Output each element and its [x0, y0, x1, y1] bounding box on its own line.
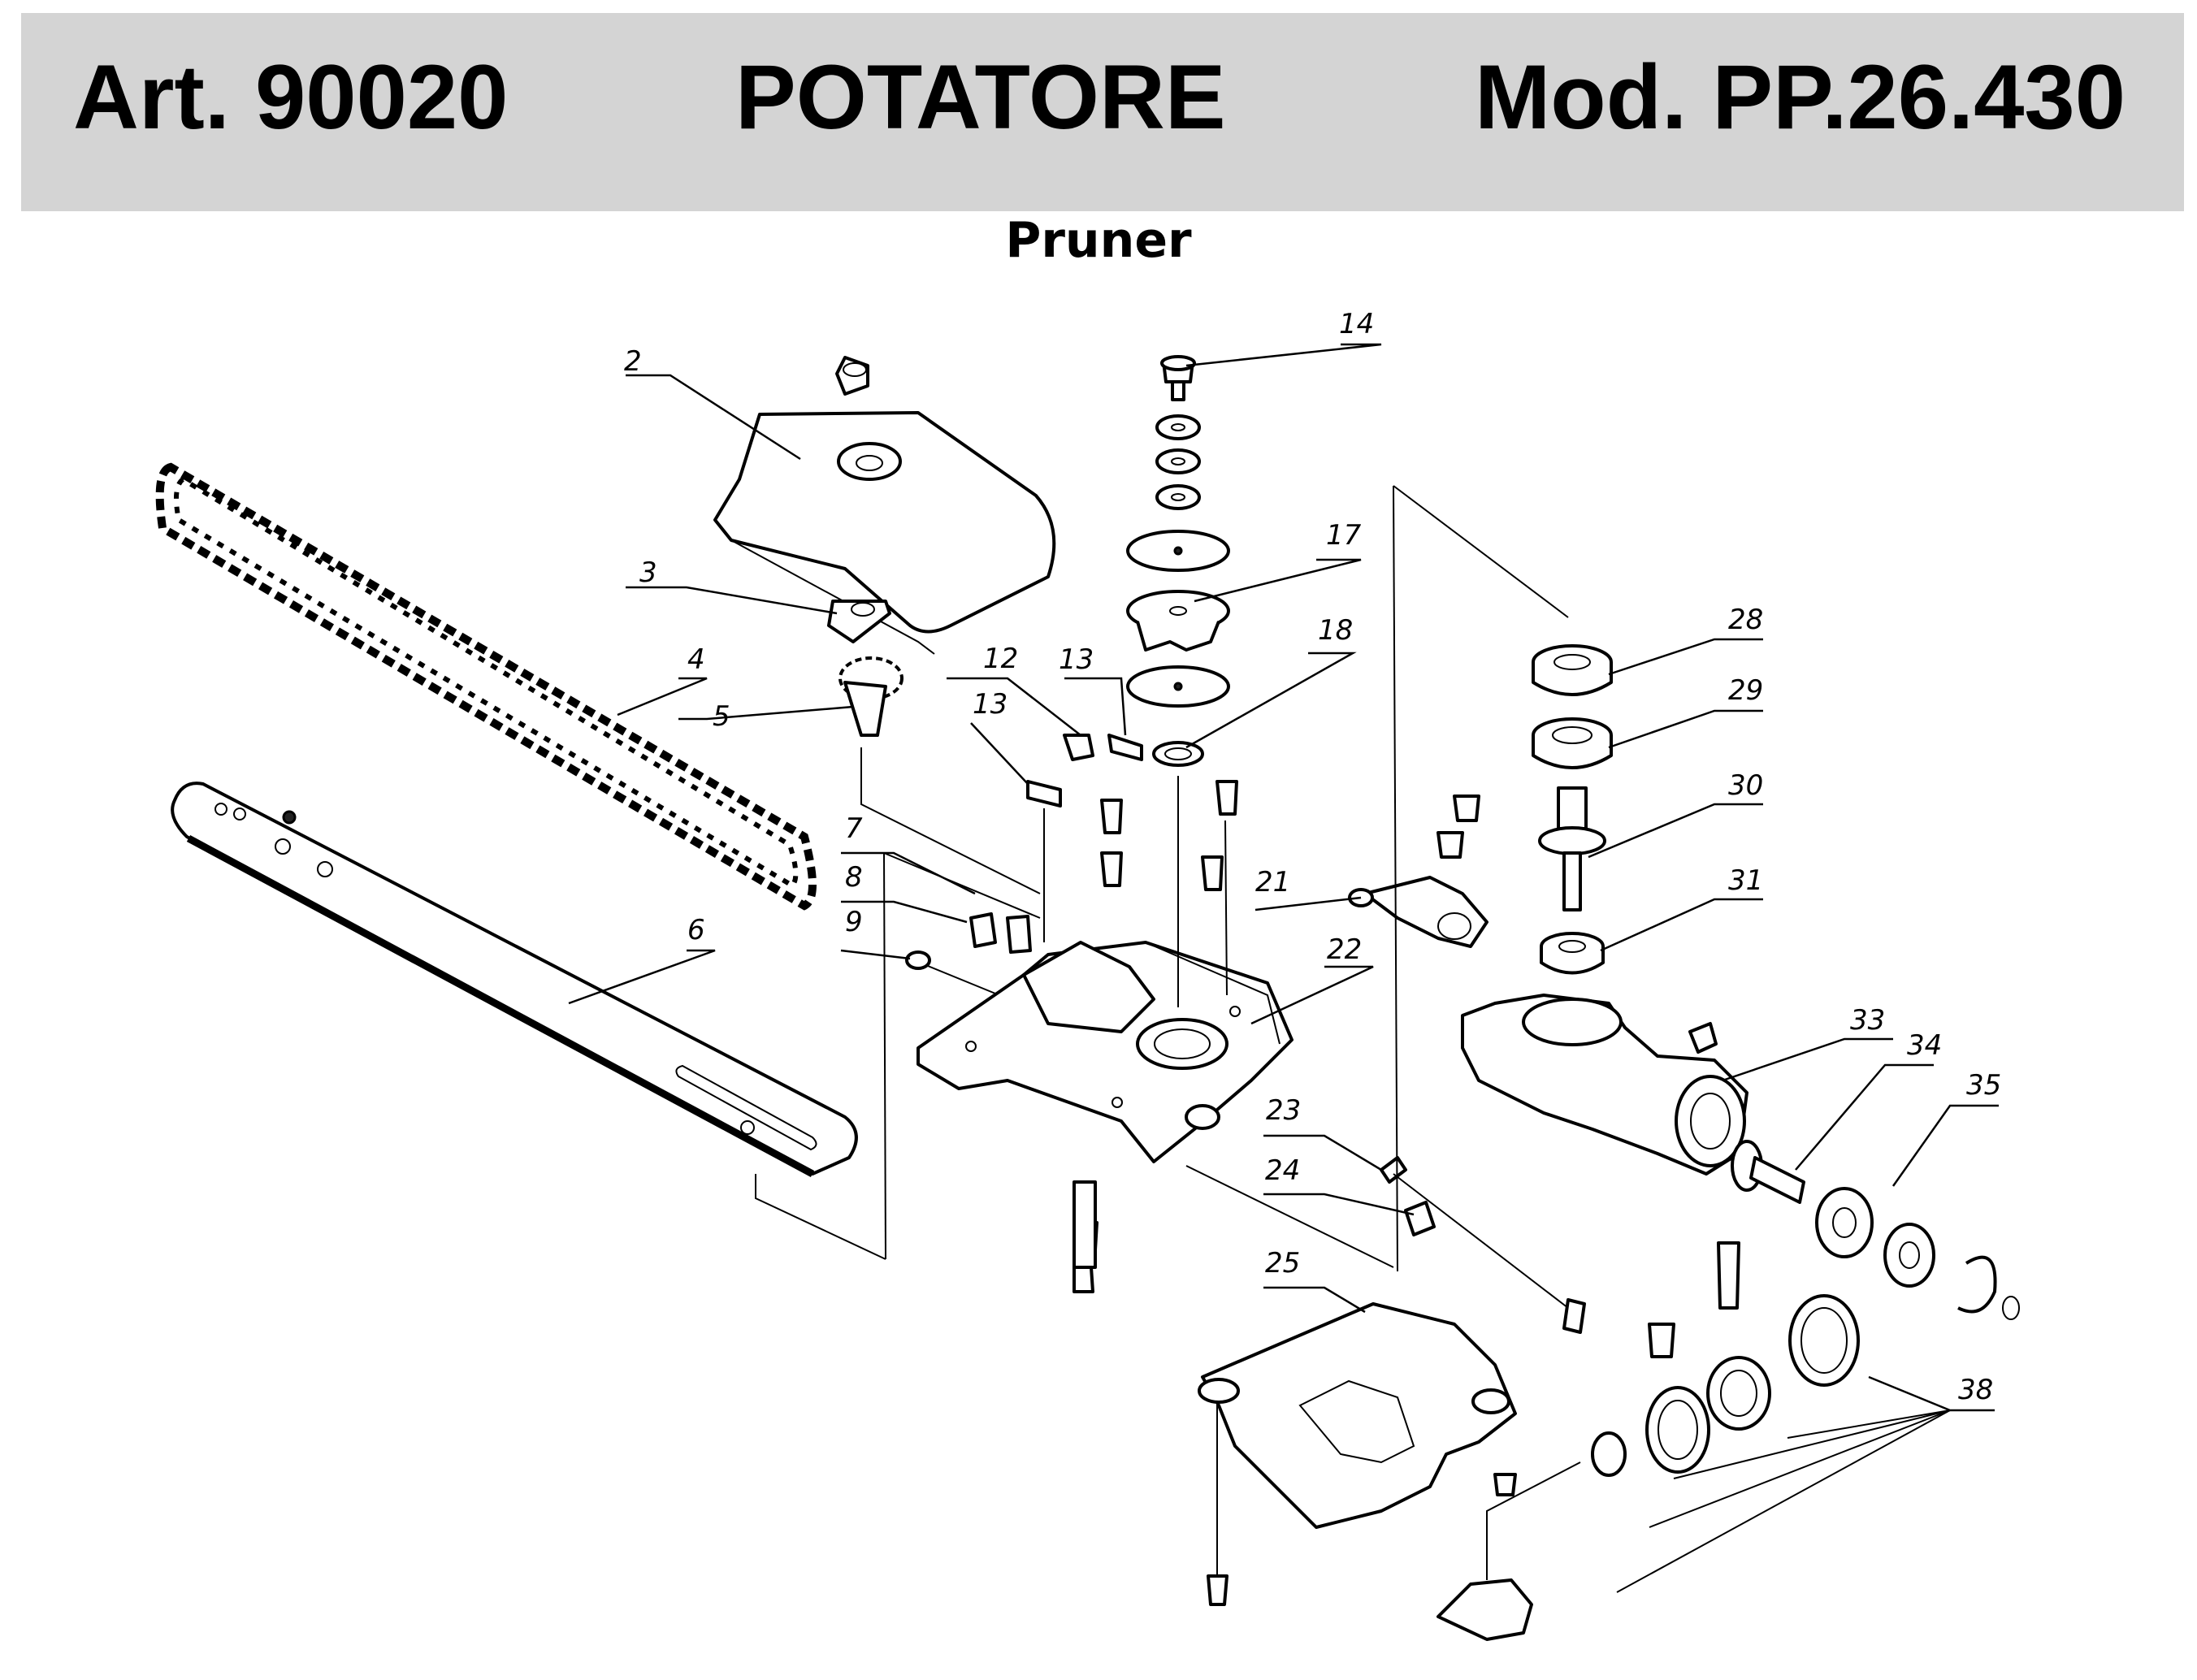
- label-part-5: 5: [713, 700, 730, 733]
- lower-housing-part: [1198, 1302, 1517, 1606]
- label-part-24: 24: [1265, 1154, 1300, 1187]
- label-part-28: 28: [1728, 604, 1763, 636]
- key-parts: [1026, 734, 1143, 808]
- saw-chain-part: [155, 462, 817, 911]
- label-part-13-left: 13: [973, 688, 1008, 721]
- pin-parts-23-24: [1380, 1156, 1586, 1334]
- gear-shaft-part-30: [1538, 786, 1606, 911]
- label-part-7: 7: [845, 812, 863, 845]
- label-part-33: 33: [1850, 1004, 1885, 1037]
- label-part-3: 3: [639, 556, 657, 589]
- label-part-22: 22: [1327, 933, 1362, 966]
- label-part-34: 34: [1907, 1029, 1942, 1062]
- model-number: Mod. PP.26.430: [1474, 46, 2126, 148]
- bearing-part-35: [1815, 1187, 2020, 1320]
- label-part-6: 6: [687, 914, 705, 946]
- label-part-31: 31: [1728, 864, 1763, 897]
- gearbox-plate-part: [916, 941, 1294, 1163]
- label-part-13-right: 13: [1059, 643, 1094, 676]
- leader-lines: [568, 343, 1999, 1593]
- bolt-parts-7-9: [905, 912, 1032, 996]
- gearbox-housing-part: [1461, 994, 1748, 1176]
- label-part-25: 25: [1265, 1247, 1300, 1279]
- bearing-part-28: [1532, 644, 1613, 696]
- page-title: POTATORE: [735, 46, 1226, 148]
- label-part-9: 9: [845, 906, 863, 938]
- washer-stack-part: [1126, 355, 1230, 767]
- label-part-38: 38: [1958, 1374, 1993, 1406]
- guide-bar-part: [171, 782, 858, 1177]
- label-part-35: 35: [1966, 1069, 2001, 1102]
- clamp-parts-38: [1436, 1241, 1860, 1641]
- label-part-14: 14: [1339, 308, 1374, 340]
- sprocket-part-5: [838, 656, 904, 737]
- page-subtitle: Pruner: [1005, 212, 1192, 269]
- label-part-29: 29: [1728, 674, 1763, 707]
- chain-tensioner-part: [1348, 795, 1488, 948]
- label-part-2: 2: [624, 345, 642, 378]
- chain-cover-part: [713, 356, 1056, 655]
- label-part-30: 30: [1728, 769, 1763, 802]
- label-part-4: 4: [687, 643, 705, 676]
- label-part-21: 21: [1255, 866, 1290, 898]
- label-part-8: 8: [845, 861, 863, 894]
- label-part-17: 17: [1326, 519, 1362, 552]
- washer-part-3: [827, 600, 891, 643]
- label-part-23: 23: [1266, 1094, 1301, 1127]
- seal-part-29: [1532, 717, 1613, 769]
- part-number-labels: 2 3 4 5 6 7 8 9 12 13 13 14 17 18 21 22 …: [624, 308, 2001, 1406]
- bearing-part-31: [1540, 932, 1605, 975]
- label-part-18: 18: [1318, 614, 1353, 647]
- screw-parts: [1072, 780, 1238, 1293]
- article-number: Art. 90020: [73, 46, 509, 148]
- header-banner: [21, 13, 2184, 211]
- label-part-12: 12: [983, 643, 1018, 675]
- shaft-part-34: [1731, 1140, 1805, 1204]
